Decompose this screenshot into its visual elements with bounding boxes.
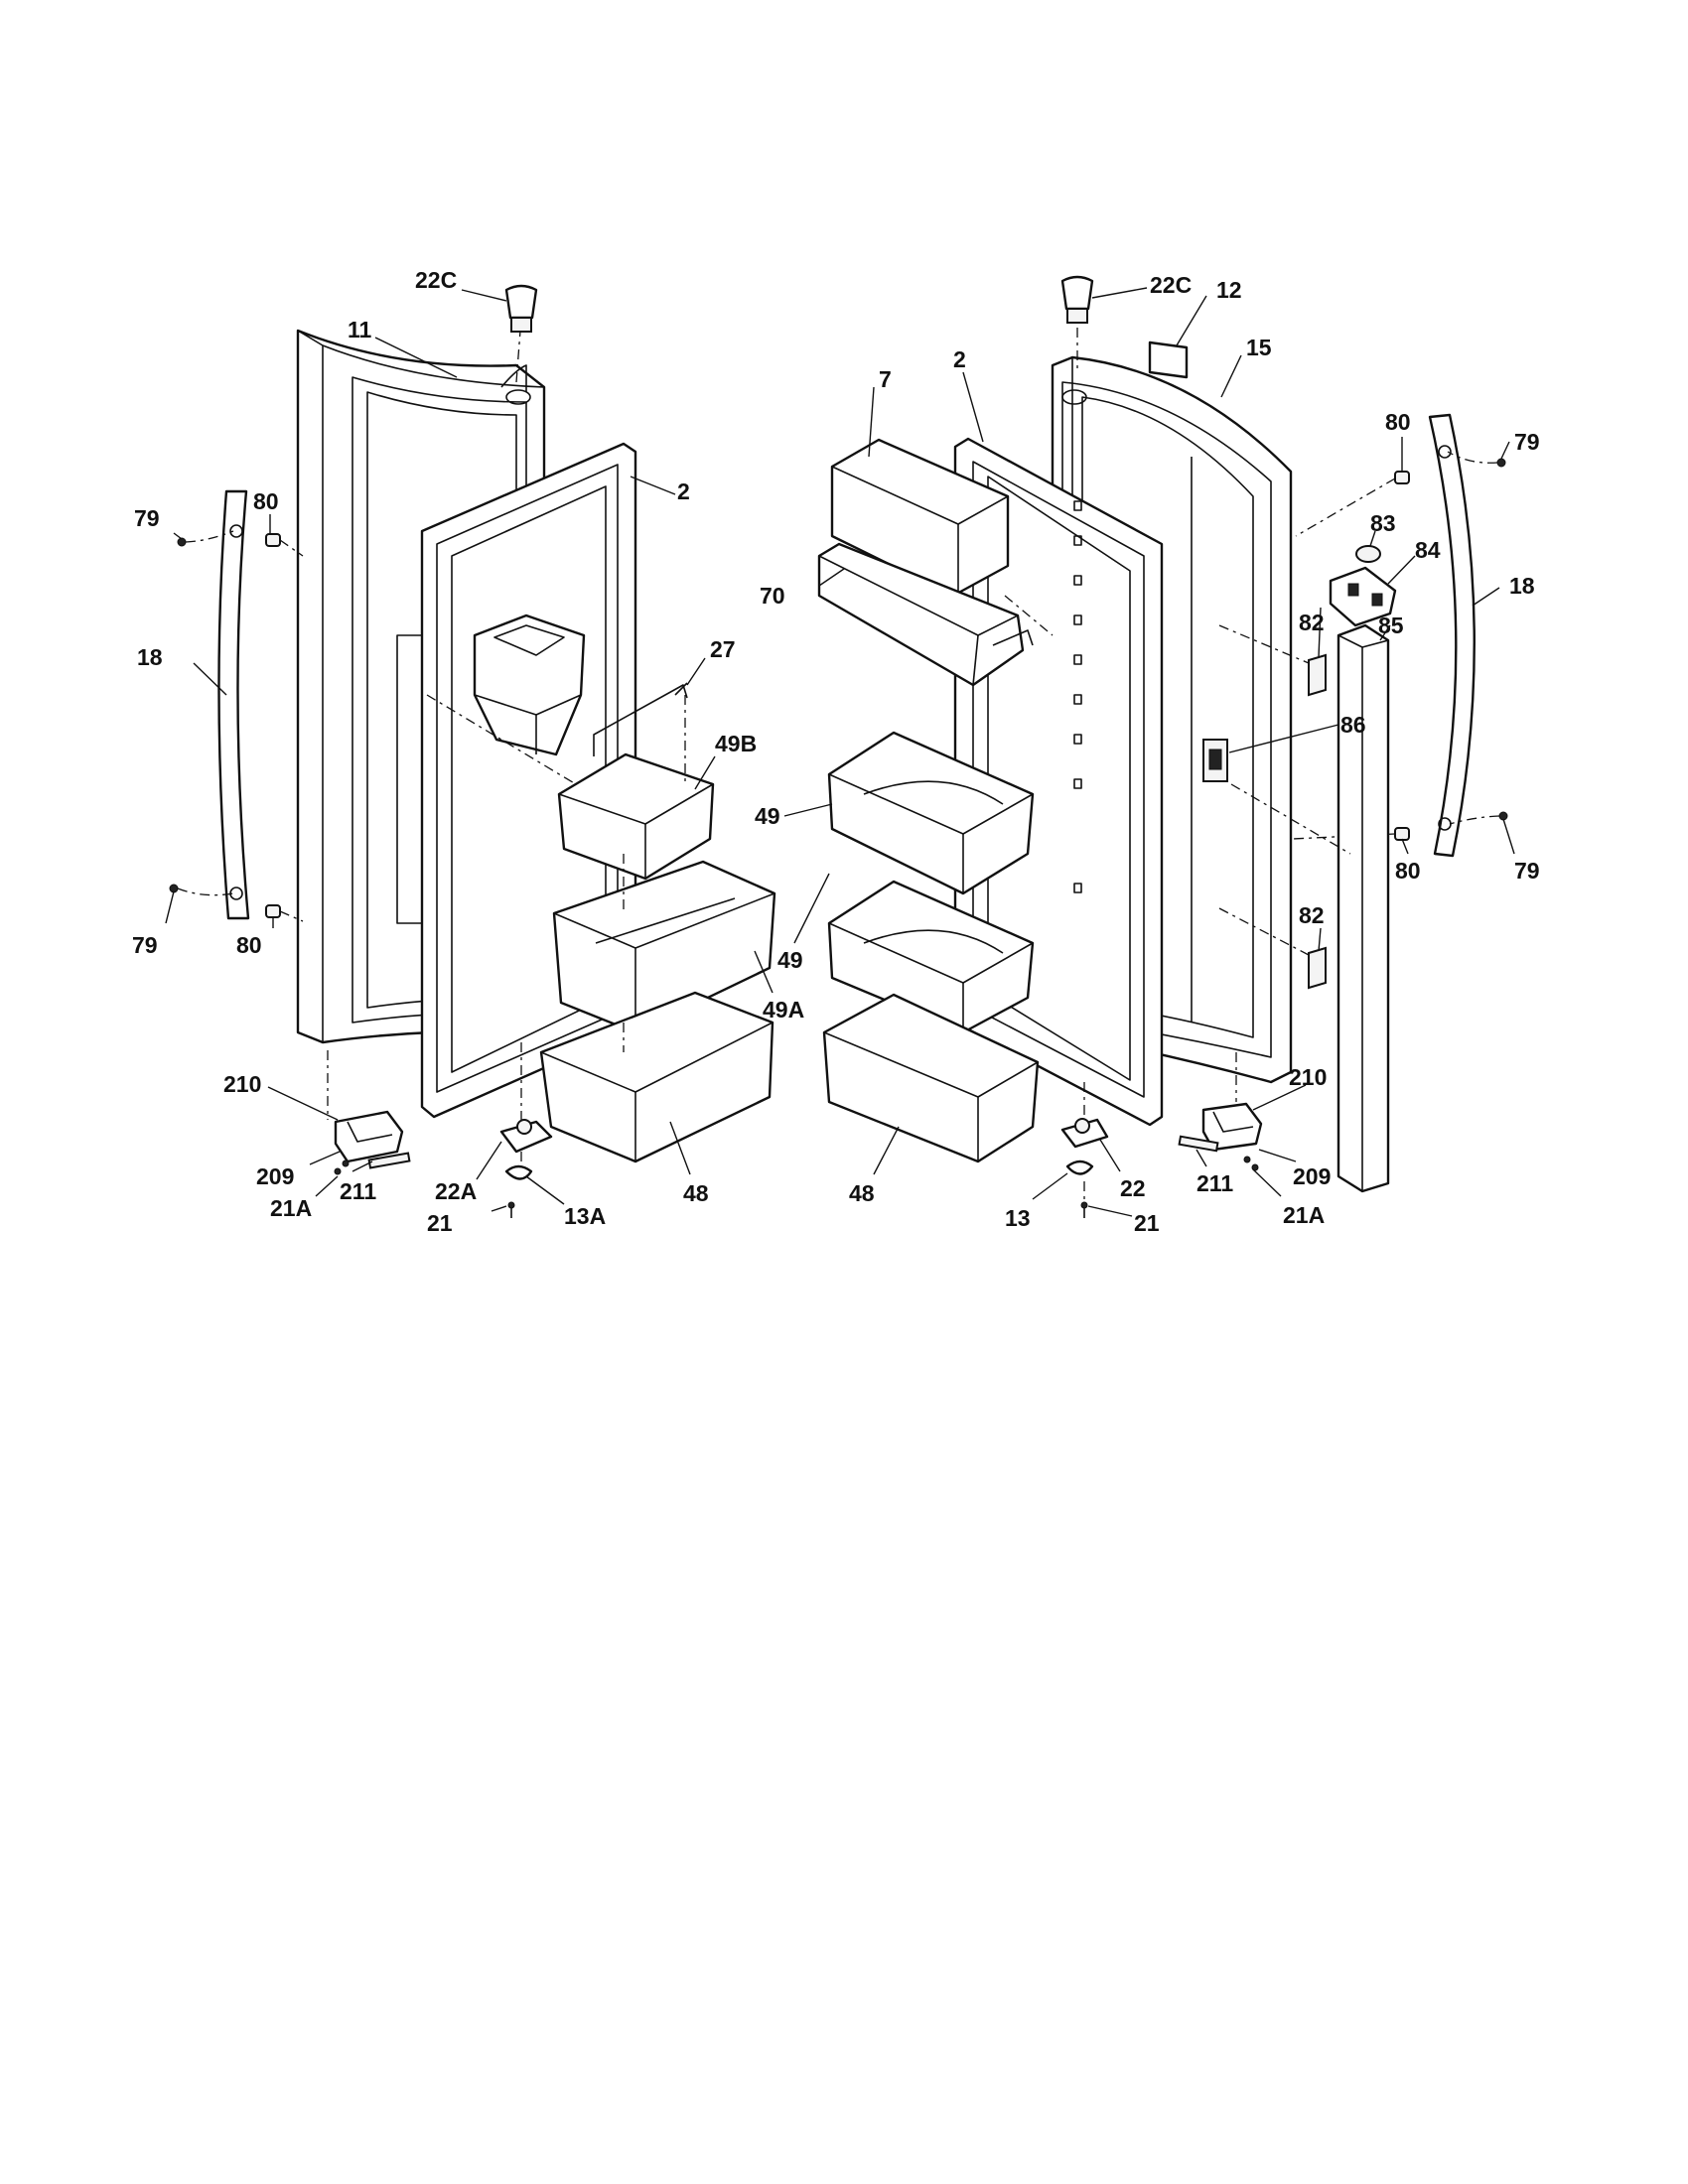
left-door-assembly	[169, 317, 776, 1218]
label-11: 11	[348, 317, 372, 342]
right-bin-49-top	[827, 731, 1035, 895]
label-79-top-right: 79	[1514, 429, 1540, 455]
label-2-right: 2	[953, 346, 966, 372]
label-12: 12	[1216, 277, 1242, 303]
left-handle-fasteners	[169, 530, 304, 922]
label-27: 27	[710, 636, 736, 662]
label-21a-right: 21A	[1283, 1202, 1325, 1228]
door-switch-assembly	[1329, 545, 1397, 627]
label-21a-left: 21A	[270, 1195, 312, 1221]
label-86: 86	[1340, 712, 1366, 738]
label-49b: 49B	[715, 731, 757, 756]
label-7: 7	[879, 366, 892, 392]
assembly-guide-lines	[426, 595, 1054, 1052]
label-84: 84	[1415, 537, 1441, 563]
label-49a: 49A	[763, 997, 804, 1023]
label-49-mid: 49	[777, 947, 803, 973]
left-door-handle	[217, 489, 250, 920]
label-18-left: 18	[137, 644, 163, 670]
label-2-left: 2	[677, 478, 690, 504]
label-22c-right: 22C	[1150, 272, 1192, 298]
clips-82	[1218, 624, 1351, 990]
right-door-rail-holes	[1073, 500, 1082, 893]
label-210-left: 210	[223, 1071, 261, 1097]
right-door-assembly	[504, 275, 1508, 1218]
rating-label-12	[1148, 341, 1189, 379]
leader-lines	[165, 287, 1515, 1217]
label-210-right: 210	[1289, 1064, 1327, 1090]
left-bottom-hinge	[334, 1110, 411, 1175]
label-48-right: 48	[849, 1180, 875, 1206]
label-82-top: 82	[1299, 610, 1325, 635]
label-15: 15	[1246, 335, 1272, 360]
label-22a: 22A	[435, 1178, 477, 1204]
right-dairy-compartment	[817, 438, 1034, 687]
label-22: 22	[1120, 1175, 1146, 1201]
callout-labels: 22C 11 2 79 80 18 27 49B 79 80 49A 210 2…	[132, 267, 1540, 1236]
label-13: 13	[1005, 1205, 1031, 1231]
top-hinge-caps	[504, 275, 1094, 372]
label-70: 70	[760, 583, 785, 609]
label-22c-left: 22C	[415, 267, 457, 293]
label-80-top-left: 80	[253, 488, 279, 514]
label-49-top: 49	[755, 803, 780, 829]
right-bottom-hinge	[1178, 1102, 1263, 1171]
label-79-top-left: 79	[134, 505, 160, 531]
right-door-handle	[1428, 413, 1476, 858]
label-83: 83	[1370, 510, 1396, 536]
label-82-bottom: 82	[1299, 902, 1325, 928]
left-dispenser-chute	[473, 614, 586, 756]
left-bin-48	[539, 991, 774, 1163]
right-bottom-pivot	[1060, 1118, 1109, 1218]
left-bin-49b	[557, 682, 715, 881]
label-18-right: 18	[1509, 573, 1535, 599]
label-21-right: 21	[1134, 1210, 1160, 1236]
right-bin-48	[822, 993, 1040, 1163]
label-21-left: 21	[427, 1210, 453, 1236]
label-13a: 13A	[564, 1203, 606, 1229]
label-209-right: 209	[1293, 1163, 1331, 1189]
label-80-bottom-right: 80	[1395, 858, 1421, 884]
label-48-left: 48	[683, 1180, 709, 1206]
label-211-left: 211	[340, 1178, 376, 1204]
label-79-bottom-right: 79	[1514, 858, 1540, 884]
label-80-top-right: 80	[1385, 409, 1411, 435]
left-bin-49a	[552, 860, 776, 1034]
right-bin-49-mid	[827, 880, 1035, 1034]
door-trim-85	[1336, 623, 1390, 1193]
label-209-left: 209	[256, 1163, 294, 1189]
label-85: 85	[1378, 613, 1404, 638]
label-211-right: 211	[1196, 1170, 1233, 1196]
left-bottom-pivot	[499, 1119, 553, 1218]
label-79-bottom-left: 79	[132, 932, 158, 958]
label-80-bottom-left: 80	[236, 932, 262, 958]
